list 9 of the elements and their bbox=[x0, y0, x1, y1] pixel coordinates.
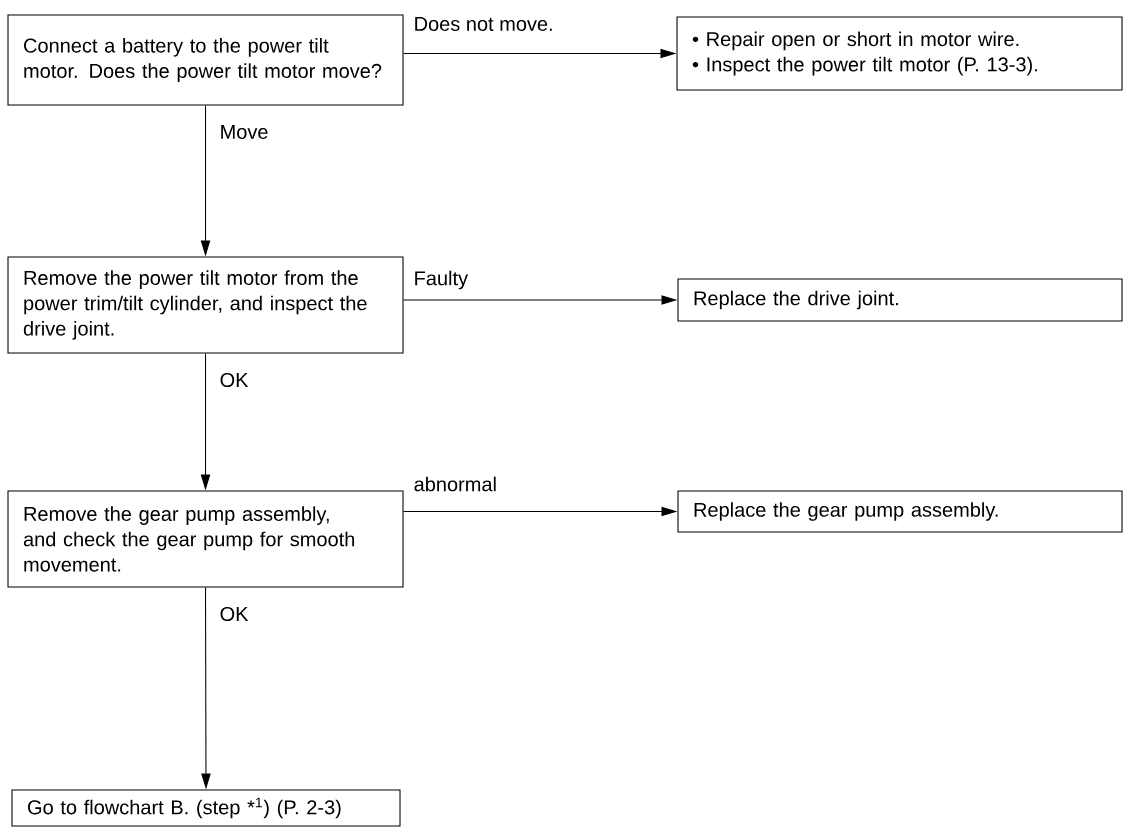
process-box: Remove the gear pump assembly, and check the gear pump for smooth movement. bbox=[7, 490, 404, 588]
process-box: • Repair open or short in motor wire. • Inspect the power tilt motor (P. 13-3). bbox=[676, 16, 1123, 91]
process-box: Replace the gear pump assembly. bbox=[677, 490, 1123, 533]
edge-label: Faulty bbox=[412, 269, 470, 291]
process-box: Remove the power tilt motor from the power trim/tilt cylinder, and inspect the drive joint. bbox=[7, 256, 404, 354]
process-box: Replace the drive joint. bbox=[677, 278, 1123, 322]
edge-label: abnormal bbox=[412, 475, 499, 493]
process-box: Connect a battery to the power tilt motor. Does the power tilt motor move? bbox=[7, 14, 404, 106]
process-box: Go to flowchart B. (step *$^{1}$) (P. 2-3) bbox=[11, 789, 401, 827]
